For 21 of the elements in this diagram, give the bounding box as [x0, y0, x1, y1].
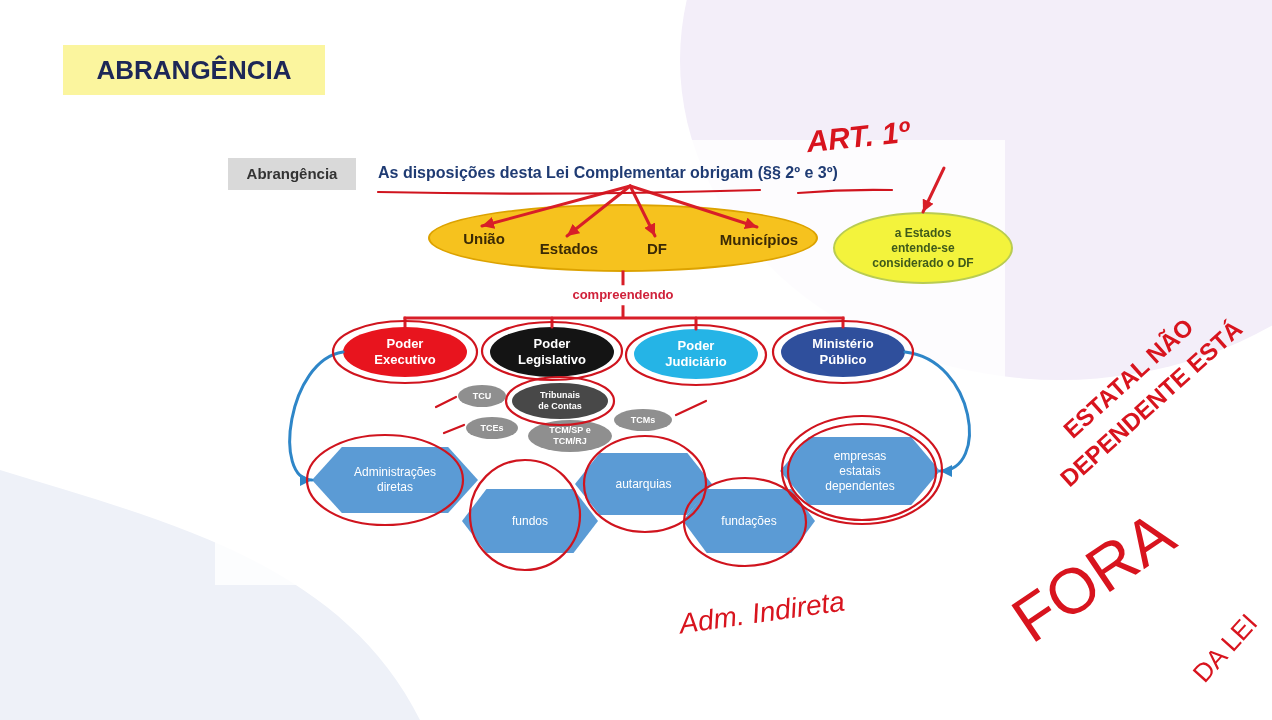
arrow: [903, 350, 971, 475]
arrow: [565, 184, 632, 238]
entity-name: Estados: [533, 238, 605, 258]
heading-label: Abrangência: [228, 158, 356, 190]
handwritten-note: DA LEI: [1185, 606, 1265, 691]
arrow: [628, 184, 759, 229]
arrow: [921, 166, 946, 214]
arrow: [628, 184, 657, 238]
entity-name: DF: [642, 238, 672, 258]
arrow: [288, 350, 345, 483]
connector-line: [550, 316, 554, 329]
title-tag: ABRANGÊNCIA: [63, 45, 325, 95]
connector-line: [403, 316, 407, 329]
bracket-connector: [403, 270, 845, 320]
entity-name: União: [454, 228, 514, 248]
entity-name: Municípios: [714, 229, 804, 249]
statement-text: As disposições desta Lei Complementar obrigam (§§ 2º e 3º): [378, 160, 898, 186]
handwritten-note: ART. 1º: [803, 113, 913, 161]
connector-line: [841, 316, 845, 329]
connector-line: [694, 316, 698, 331]
handwritten-note: Adm. Indireta: [676, 584, 848, 642]
